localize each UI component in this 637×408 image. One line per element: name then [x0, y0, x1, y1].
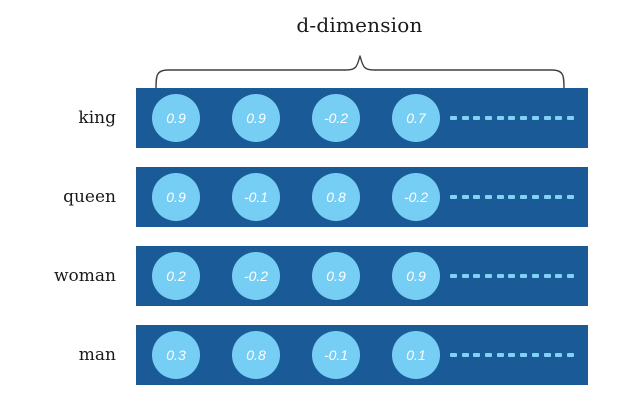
- vector-cell: 0.3: [152, 331, 200, 379]
- vector-cell: -0.2: [392, 173, 440, 221]
- dimension-title-text: d-dimension: [296, 13, 423, 37]
- ellipsis-dots: [450, 115, 574, 120]
- vector-cell: 0.9: [312, 252, 360, 300]
- ellipsis-dots: [450, 273, 574, 278]
- vector-cell: -0.2: [312, 94, 360, 142]
- row-label-woman: woman: [54, 266, 116, 286]
- vector-cell: -0.1: [232, 173, 280, 221]
- vector-bar: 0.9 -0.1 0.8 -0.2: [136, 167, 588, 227]
- vector-row: king 0.9 0.9 -0.2 0.7: [78, 88, 588, 148]
- vector-cell: 0.9: [152, 94, 200, 142]
- vector-cell: 0.9: [232, 94, 280, 142]
- vector-cell: 0.8: [232, 331, 280, 379]
- vector-bar: 0.9 0.9 -0.2 0.7: [136, 88, 588, 148]
- vector-cell: -0.2: [232, 252, 280, 300]
- vector-bar: 0.3 0.8 -0.1 0.1: [136, 325, 588, 385]
- dimension-title: d-dimension: [0, 13, 637, 37]
- vector-row: queen 0.9 -0.1 0.8 -0.2: [63, 167, 588, 227]
- brace-icon: [155, 55, 565, 90]
- vector-bar: 0.2 -0.2 0.9 0.9: [136, 246, 588, 306]
- ellipsis-dots: [450, 194, 574, 199]
- vector-row: woman 0.2 -0.2 0.9 0.9: [54, 246, 588, 306]
- vector-cell: 0.1: [392, 331, 440, 379]
- ellipsis-dots: [450, 352, 574, 357]
- dimension-brace: [150, 46, 570, 90]
- vector-row: man 0.3 0.8 -0.1 0.1: [79, 325, 588, 385]
- vector-cell: 0.8: [312, 173, 360, 221]
- vector-cell: 0.7: [392, 94, 440, 142]
- vector-cell: 0.2: [152, 252, 200, 300]
- vector-cell: 0.9: [152, 173, 200, 221]
- vector-cell: -0.1: [312, 331, 360, 379]
- row-label-queen: queen: [63, 187, 116, 207]
- row-label-man: man: [78, 345, 116, 365]
- vector-cell: 0.9: [392, 252, 440, 300]
- row-label-king: king: [78, 108, 116, 128]
